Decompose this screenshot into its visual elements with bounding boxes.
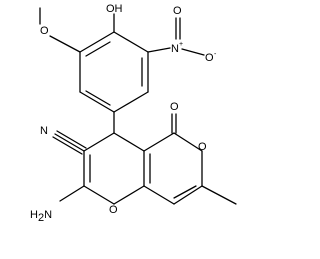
lactone-oxygen-label: O: [198, 141, 207, 153]
pyran-ring: [83, 132, 145, 205]
nitrile-bond-2: [56, 130, 87, 149]
nitro-bond: [147, 47, 171, 53]
nitro-nitrogen-label: N: [171, 43, 179, 55]
nitro-oxygen-right-bond: [181, 48, 205, 56]
nitrile-nitrogen-label: N: [40, 125, 48, 137]
nitro-oxygen-charge: -: [214, 51, 217, 58]
nitro-oxygen-right-label: O: [205, 52, 214, 64]
amino-label: H2N: [30, 209, 52, 224]
pyran-oxygen-label: O: [109, 204, 118, 216]
lactone-ring: [143, 132, 203, 205]
nitrile-bond-1: [54, 133, 85, 152]
methoxy-bond: [49, 35, 81, 53]
aryl-ring: [79, 31, 149, 113]
hydroxyl-label: OH: [106, 3, 123, 15]
nitro-oxygen-top-label: O: [173, 5, 182, 17]
nitrile-bond-3: [52, 136, 83, 155]
methoxy-oxygen-label: O: [40, 25, 49, 37]
chemical-structure: OH O N + O O - N H2N O: [30, 3, 237, 224]
carbonyl-oxygen-label: O: [170, 101, 179, 113]
amino-bond: [59, 185, 85, 202]
nitro-nitrogen-charge: +: [179, 41, 183, 48]
lactone-methyl-bond: [201, 185, 237, 205]
